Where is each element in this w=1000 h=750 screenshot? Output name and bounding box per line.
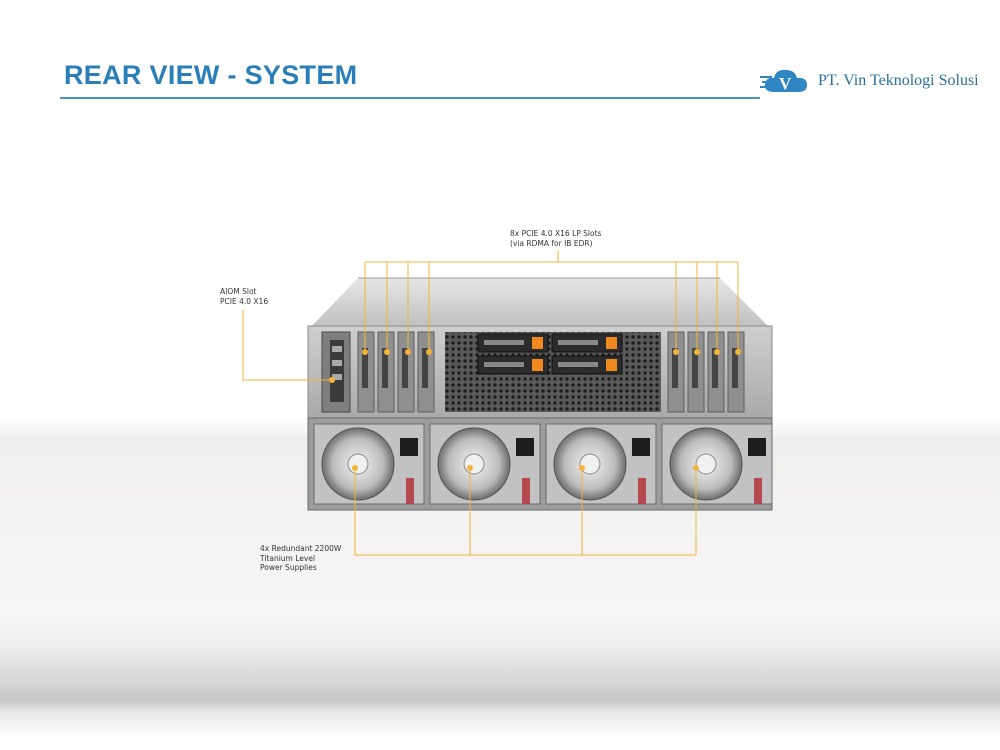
- title-underline: [60, 97, 760, 99]
- pcie-slots-label: 8x PCIE 4.0 X16 LP Slots (via RDMA for I…: [510, 229, 602, 248]
- page-title: REAR VIEW - SYSTEM: [64, 60, 358, 90]
- company-name: PT. Vin Teknologi Solusi: [818, 72, 979, 89]
- svg-text:V: V: [779, 74, 792, 93]
- server-rear-image: [307, 277, 773, 511]
- company-logo: V PT. Vin Teknologi Solusi: [760, 64, 990, 98]
- power-supplies-label: 4x Redundant 2200W Titanium Level Power …: [260, 544, 342, 572]
- aiom-slot-label: AIOM Slot PCIE 4.0 X16: [220, 287, 269, 306]
- cloud-logo-icon: V: [760, 69, 807, 93]
